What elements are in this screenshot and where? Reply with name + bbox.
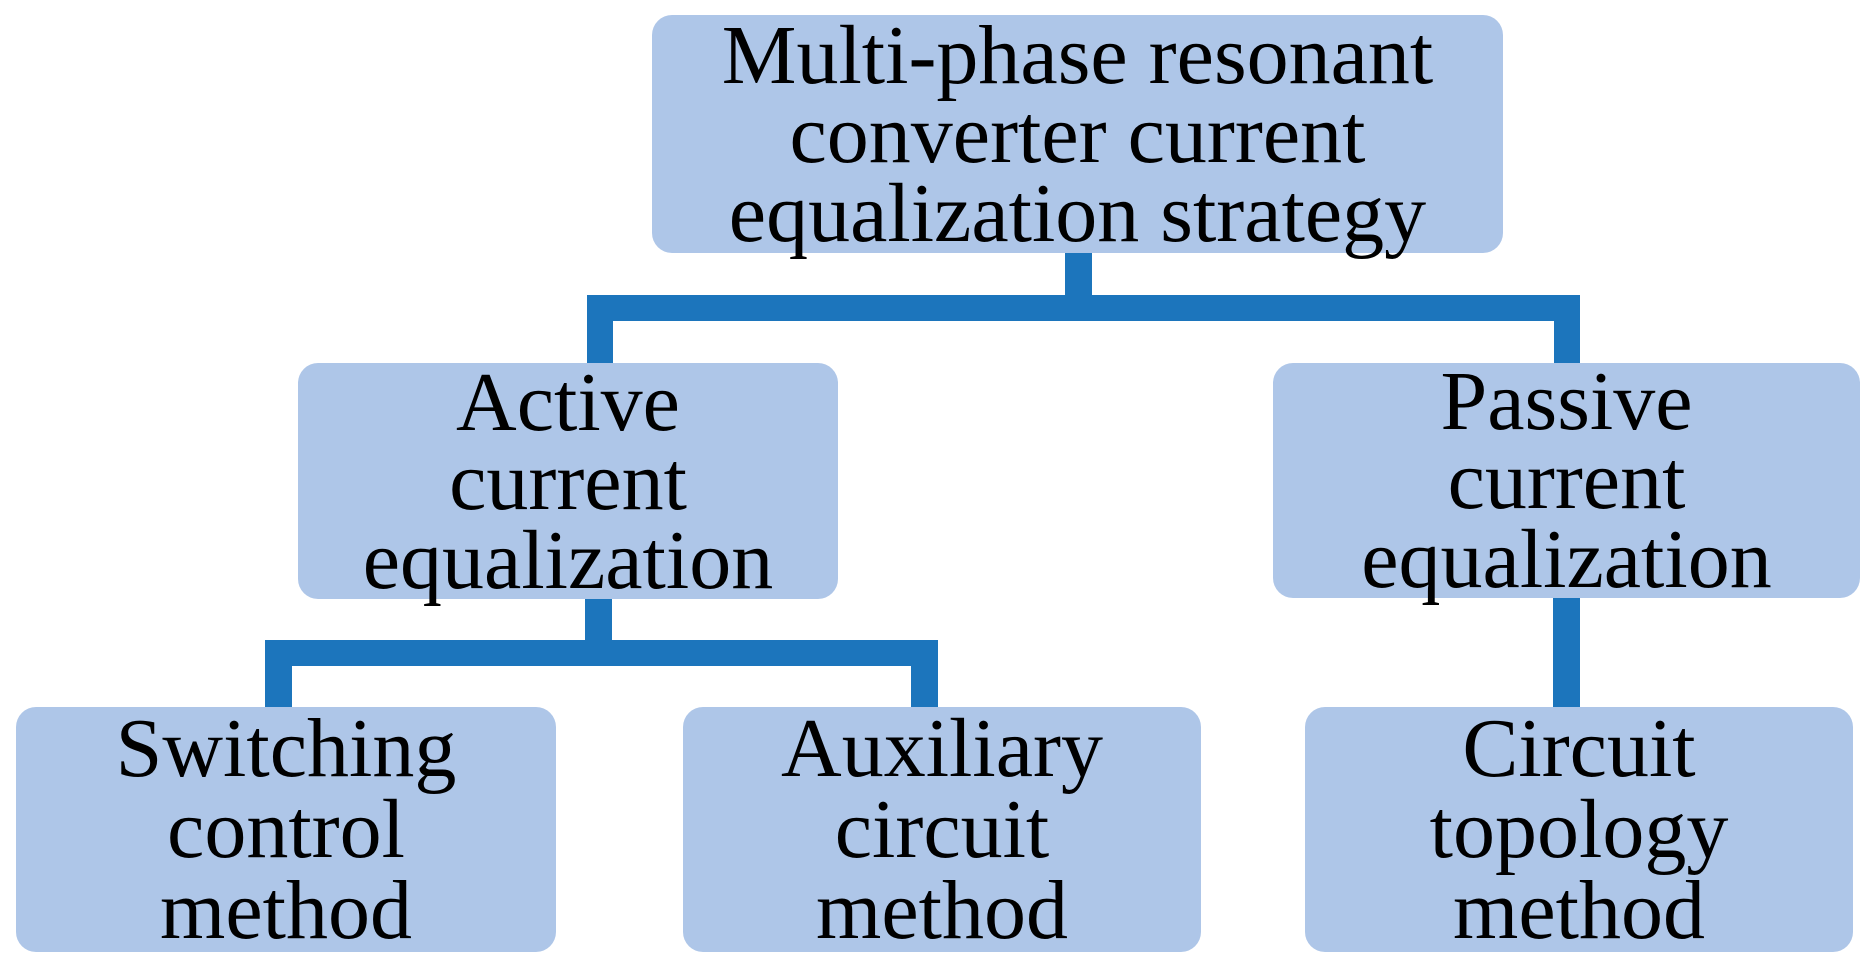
node-text-line: Circuit [1462,702,1696,795]
node-text-line: Active [456,355,680,449]
node-text-line: converter current [789,87,1366,181]
node-text-line: method [160,864,412,957]
node-text-line: equalization [362,513,774,607]
connector-to-switching-stub [265,640,292,709]
node-circuit-topology-method: Circuit topology method [1305,702,1853,957]
node-text-line: method [1453,864,1705,957]
node-text-line: method [816,864,1068,957]
node-text-line: Passive [1440,355,1693,448]
node-text-line: current [449,434,687,528]
node-root-strategy: Multi-phase resonant converter current e… [652,8,1503,260]
connector-root-stub [1065,252,1092,297]
node-text-line: Auxiliary [781,702,1103,795]
node-text-line: topology [1429,783,1729,876]
node-active-current-equalization: Active current equalization [298,355,838,607]
connector-level2-bar [265,640,938,666]
node-passive-current-equalization: Passive current equalization [1273,355,1860,606]
connector-passive-to-circuit [1553,598,1580,709]
connector-to-passive-stub [1554,295,1580,365]
node-text-line: current [1447,434,1686,527]
node-text-line: Switching [115,702,457,795]
connector-level1-bar [587,295,1580,321]
node-switching-control-method: Switching control method [16,702,556,957]
connector-to-auxiliary-stub [911,640,938,709]
node-text-line: control [167,783,405,876]
node-text-line: Multi-phase resonant [721,8,1434,102]
node-text-line: circuit [834,783,1050,876]
connector-active-stub [585,598,612,643]
node-text-line: equalization [1361,513,1772,606]
node-auxiliary-circuit-method: Auxiliary circuit method [683,702,1201,957]
node-text-line: equalization strategy [728,166,1427,260]
connector-to-active-stub [587,295,613,365]
